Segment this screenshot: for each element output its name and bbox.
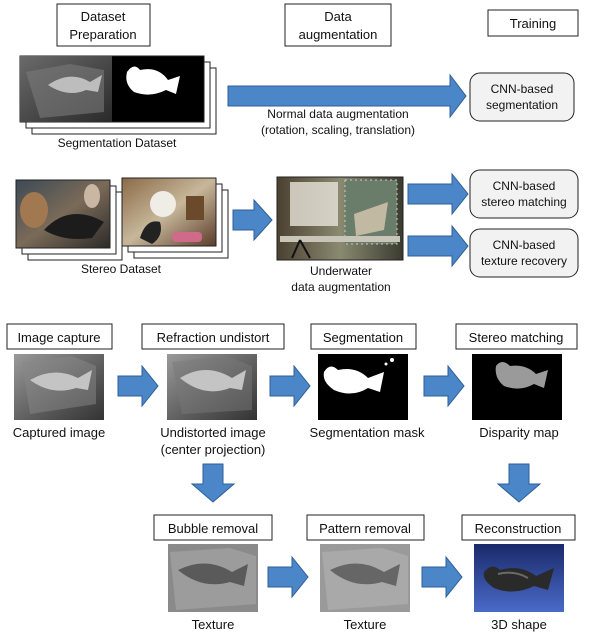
stereo-dataset-image-stack-right <box>121 177 229 259</box>
underwater-augmentation-line1: Underwater <box>310 264 372 278</box>
undistort-to-segmentation-arrow <box>269 364 311 408</box>
header-dataset-preparation: Dataset Preparation <box>56 3 151 47</box>
step-image-capture: Image capture <box>6 323 113 350</box>
normal-augmentation-label: Normal data augmentation <box>267 107 408 121</box>
3d-shape-label: 3D shape <box>491 617 547 632</box>
texture-label-2: Texture <box>344 617 387 632</box>
step-refraction-undistort: Refraction undistort <box>141 323 285 350</box>
header-dataset-line1: Dataset <box>81 9 126 24</box>
pattern-to-reconstruction-arrow <box>421 555 463 599</box>
augment-to-texture-arrow <box>407 224 469 268</box>
segmentation-mask-label: Segmentation mask <box>310 425 425 440</box>
step-refraction-label: Refraction undistort <box>157 330 270 345</box>
augment-to-stereo-arrow <box>407 172 469 216</box>
captured-image-label: Captured image <box>13 425 106 440</box>
step-stereo-matching-label: Stereo matching <box>469 330 564 345</box>
bubble-to-pattern-arrow <box>267 555 309 599</box>
normal-augmentation-detail: (rotation, scaling, translation) <box>261 123 415 137</box>
step-segmentation: Segmentation <box>310 323 417 350</box>
segmentation-to-stereo-arrow <box>423 364 465 408</box>
header-dataset-line2: Preparation <box>69 27 136 42</box>
step-pattern-removal: Pattern removal <box>306 514 425 541</box>
step-reconstruction: Reconstruction <box>461 514 576 541</box>
step-bubble-removal: Bubble removal <box>153 514 273 541</box>
header-augment-line1: Data <box>324 9 352 24</box>
cnn-texture-line2: texture recovery <box>481 254 567 268</box>
capture-to-undistort-arrow <box>117 364 159 408</box>
stereo-to-augment-arrow <box>232 198 273 242</box>
cnn-stereo-box: CNN-based stereo matching <box>469 169 579 219</box>
cnn-segmentation-box: CNN-based segmentation <box>469 72 575 122</box>
texture-label-1: Texture <box>192 617 235 632</box>
bubble-removed-texture-image <box>168 544 258 612</box>
cnn-texture-box: CNN-based texture recovery <box>469 228 579 278</box>
step-pattern-label: Pattern removal <box>319 521 411 536</box>
header-training-label: Training <box>510 16 556 31</box>
header-training: Training <box>487 9 579 37</box>
header-data-augmentation: Data augmentation <box>284 3 392 47</box>
normal-augmentation-arrow <box>227 73 467 119</box>
captured-image <box>14 354 104 420</box>
stereo-dataset-image-stack-left <box>15 179 123 261</box>
undistorted-image-sublabel: (center projection) <box>161 442 266 457</box>
undistorted-image <box>167 354 257 420</box>
header-augment-line2: augmentation <box>299 27 378 42</box>
step-image-capture-label: Image capture <box>17 330 100 345</box>
underwater-augmentation-line2: data augmentation <box>291 280 390 294</box>
step-stereo-matching: Stereo matching <box>455 323 578 350</box>
segmentation-dataset-image-stack <box>19 55 217 135</box>
disparity-map-label: Disparity map <box>479 425 558 440</box>
undistorted-image-label: Undistorted image <box>160 425 266 440</box>
stereo-dataset-label: Stereo Dataset <box>81 262 162 276</box>
step-bubble-label: Bubble removal <box>168 521 258 536</box>
step-reconstruction-label: Reconstruction <box>475 521 562 536</box>
stereo-down-arrow <box>496 463 542 503</box>
disparity-map-image <box>472 354 562 420</box>
3d-shape-image <box>474 544 564 612</box>
pattern-removed-texture-image <box>320 544 410 612</box>
cnn-stereo-line2: stereo matching <box>481 195 566 209</box>
underwater-augmentation-photo <box>276 176 404 261</box>
cnn-segmentation-line2: segmentation <box>486 98 558 112</box>
segmentation-mask-image <box>318 354 408 420</box>
step-segmentation-label: Segmentation <box>323 330 403 345</box>
cnn-stereo-line1: CNN-based <box>493 179 556 193</box>
cnn-texture-line1: CNN-based <box>493 238 556 252</box>
undistort-down-arrow <box>190 463 236 503</box>
segmentation-dataset-label: Segmentation Dataset <box>58 136 177 150</box>
cnn-segmentation-line1: CNN-based <box>491 82 554 96</box>
